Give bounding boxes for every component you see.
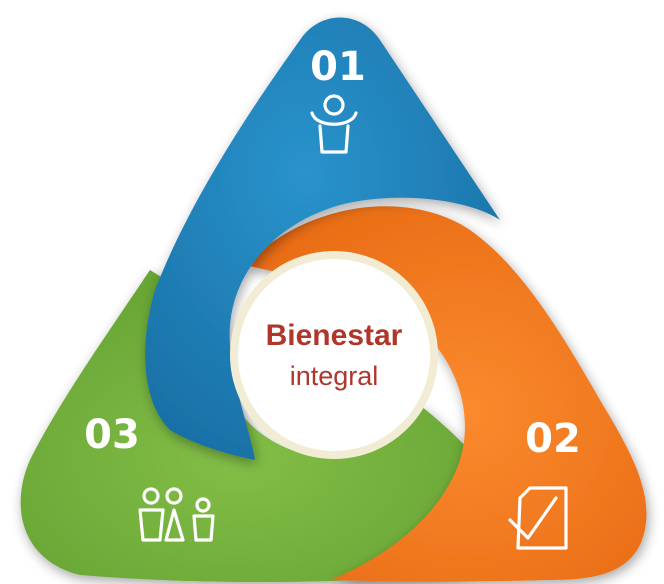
center-title: Bienestar bbox=[266, 319, 403, 352]
document-checkmark-icon bbox=[508, 486, 568, 550]
segment-01-number: 01 bbox=[310, 44, 366, 90]
person-at-podium-icon bbox=[310, 94, 358, 154]
group-of-people-icon bbox=[138, 487, 215, 542]
segment-01-blue bbox=[145, 17, 500, 460]
center-circle bbox=[238, 259, 430, 451]
center-subtitle: integral bbox=[290, 361, 379, 391]
segment-02-number: 02 bbox=[525, 416, 581, 462]
segment-03-green bbox=[20, 270, 505, 583]
segment-03-number: 03 bbox=[84, 412, 140, 458]
